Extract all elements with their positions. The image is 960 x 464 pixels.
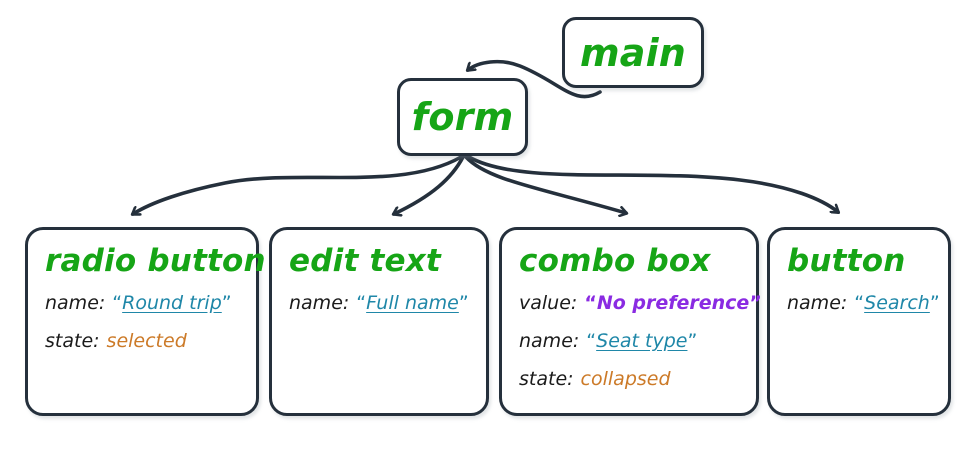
node-combo-box[interactable]: combo box value: “No preference” name: “… — [499, 227, 762, 416]
node-radio-button-attributes: name: “Round trip” state: selected — [45, 292, 248, 368]
quote-close: ” — [749, 292, 762, 314]
quote-open: “ — [584, 292, 597, 314]
node-edit-text-title: edit text — [289, 243, 441, 279]
attr-value: “Round trip” — [112, 292, 231, 314]
attr-value: “Search” — [854, 292, 939, 314]
attr-key: name: — [787, 292, 848, 314]
node-button-attributes: name: “Search” — [787, 292, 940, 330]
attr-key: name: — [45, 292, 106, 314]
node-form-title: form — [411, 95, 514, 139]
attr-value-text: Search — [864, 292, 930, 314]
quote-close: ” — [458, 292, 469, 314]
attr-value: collapsed — [580, 368, 671, 390]
edge-form-to-radio-button — [133, 155, 463, 216]
node-combo-box-attributes: value: “No preference” name: “Seat type”… — [519, 292, 762, 406]
quote-open: “ — [356, 292, 367, 314]
attr-row: value: “No preference” — [519, 292, 762, 330]
quote-open: “ — [112, 292, 123, 314]
node-main-title: main — [579, 30, 687, 75]
node-radio-button[interactable]: radio button name: “Round trip” state: s… — [25, 227, 266, 416]
node-combo-box-title: combo box — [519, 243, 711, 279]
attr-row: state: collapsed — [519, 368, 748, 406]
attr-row: state: selected — [45, 330, 248, 368]
attr-key: state: — [519, 368, 574, 390]
attr-key: state: — [45, 330, 100, 352]
attr-row: name: “Search” — [787, 292, 940, 330]
edge-form-to-combo-box — [464, 155, 626, 213]
node-edit-text[interactable]: edit text name: “Full name” — [269, 227, 489, 416]
attr-row: name: “Round trip” — [45, 292, 248, 330]
attr-key: name: — [519, 330, 580, 352]
quote-open: “ — [854, 292, 865, 314]
attr-value-text: Full name — [366, 292, 459, 314]
attr-key: name: — [289, 292, 350, 314]
quote-close: ” — [687, 330, 698, 352]
attr-value: “Seat type” — [586, 330, 697, 352]
node-button[interactable]: button name: “Search” — [767, 227, 951, 416]
attr-value: “Full name” — [356, 292, 468, 314]
quote-open: “ — [586, 330, 597, 352]
node-radio-button-title: radio button — [45, 243, 266, 279]
attr-value-text: Round trip — [122, 292, 222, 314]
edge-form-to-edit-text — [394, 155, 465, 214]
quote-close: ” — [929, 292, 940, 314]
node-main[interactable]: main — [562, 17, 704, 88]
attr-value: “No preference” — [584, 292, 762, 314]
attr-value: selected — [106, 330, 187, 352]
attr-value-text: Seat type — [596, 330, 688, 352]
quote-close: ” — [221, 292, 232, 314]
attr-key: value: — [519, 292, 578, 314]
edge-form-to-button — [467, 155, 838, 212]
attr-row: name: “Full name” — [289, 292, 478, 330]
node-button-title: button — [787, 243, 906, 279]
node-edit-text-attributes: name: “Full name” — [289, 292, 478, 330]
attr-row: name: “Seat type” — [519, 330, 748, 368]
attr-value-text: No preference — [596, 292, 750, 314]
node-form[interactable]: form — [397, 78, 528, 156]
